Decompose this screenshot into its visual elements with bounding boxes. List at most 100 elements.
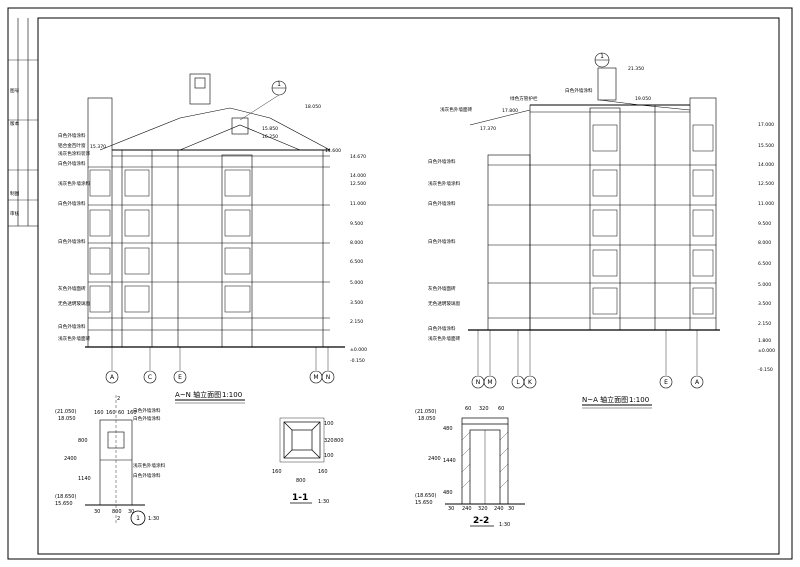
left-elevation-floors [88,166,330,331]
material-label: 白色外墙涂料 [428,325,456,332]
material-label: 浅灰色外墙涂料 [133,462,166,469]
axis-label: M [313,374,318,381]
title-block-cell: 图号 [10,88,20,94]
dimension: 30 [128,509,134,515]
elevation-mark: (21.050) [415,409,436,415]
right-callout: 1 [594,52,610,68]
material-label: 白色外墙涂料 [565,87,593,94]
right-elevation-marks: 21.350 19.050 17.800 17.370 17.000 15.50… [480,66,775,373]
left-axis-bubbles: A C E M N [105,370,335,384]
axis-label: N [476,379,481,386]
elevation-mark: 3.500 [758,301,771,307]
elevation-mark: 15.850 [262,126,278,132]
material-label: 白色外墙涂料 [428,200,456,207]
dimension: 240 [494,506,504,512]
right-elevation-windows [592,124,714,315]
elevation-mark: 11.000 [758,201,774,207]
elevation-mark: 16.250 [262,134,278,140]
elevation-mark: -0.150 [758,367,773,373]
right-elevation [468,67,720,331]
material-label: 无色透明玻璃窗 [428,300,461,307]
material-label: 灰色外墙面砖 [428,285,456,292]
section-label: 1-1 [292,493,308,503]
dimension: 30 [448,506,454,512]
elevation-mark: 6.500 [350,259,363,265]
axis-label: K [528,379,533,386]
dimension: 160 [106,410,116,416]
axis-label: C [148,374,152,381]
left-elevation-windows [89,169,251,313]
right-axis-lines [477,330,698,375]
elevation-mark: 17.000 [758,122,774,128]
dimension: 800 [78,438,88,444]
dimension: 320 [479,406,489,412]
material-label: 白色外墙涂料 [133,415,161,422]
right-material-labels: 绿色方管护栏 白色外墙涂料 浅灰色外墙面砖 白色外墙涂料 浅灰色外墙涂料 白色外… [428,87,593,342]
material-label: 浅灰色外墙面砖 [428,335,461,342]
dimension: 800 [296,478,306,484]
dimension: 2400 [64,456,77,462]
detail-1-text: (21.050) 18.050 (18.650) 15.650 160 160 … [55,396,166,526]
dimension: 320 [478,506,488,512]
elevation-mark: 8.000 [350,240,363,246]
elevation-mark: 15.370 [90,144,106,150]
material-label: 白色外墙涂料 [133,472,161,479]
elevation-mark: 9.500 [758,221,771,227]
drawing-title: N~A 轴立面图 [582,395,628,404]
right-elevation-title: N~A 轴立面图 1:100 [582,395,652,409]
elevation-mark: 12.500 [350,181,366,187]
dimension: 1440 [443,458,456,464]
section-1-1-text: 100 320 100 800 160 800 160 1-1 1:30 [272,421,344,505]
elevation-mark: 8.000 [758,240,771,246]
left-material-labels: 白色外墙涂料 铝合金百叶窗 浅灰色涂料装饰 白色外墙涂料 浅灰色外墙涂料 白色外… [58,132,91,342]
elevation-mark: (21.050) [55,409,76,415]
dimension: 160 [127,410,137,416]
material-label: 铝合金百叶窗 [58,142,86,149]
left-elevation-title: A~N 轴立面图 1:100 [175,390,245,404]
drawing-scale: 1:100 [629,396,649,404]
elevation-mark: 18.050 [58,416,76,422]
dimension: 800 [334,438,344,444]
axis-label: M [487,379,492,386]
elevation-mark: 15.650 [55,501,73,507]
dimension: 60 [118,410,124,416]
material-label: 白色外墙涂料 [133,407,161,414]
right-axis-bubbles: N M L K E A [471,375,704,389]
material-label: 白色外墙涂料 [58,132,86,139]
dimension: 60 [465,406,471,412]
material-label: 浅灰色外墙涂料 [58,180,91,187]
elevation-mark: 9.500 [350,221,363,227]
material-label: 白色外墙涂料 [58,200,86,207]
elevation-mark: 12.500 [758,181,774,187]
elevation-mark: ±0.000 [758,348,775,354]
dimension: 320 [324,438,334,444]
dimension: 240 [462,506,472,512]
elevation-mark: 18.050 [418,416,436,422]
dimension: 2400 [428,456,441,462]
drawing-scale: 1:30 [499,522,510,528]
material-label: 白色外墙涂料 [58,238,86,245]
callout-number: 1 [277,81,281,88]
title-block-cell: 制图 [10,190,20,197]
axis-label: A [110,374,115,381]
material-label: 白色外墙涂料 [58,160,86,167]
elevation-mark: 5.000 [350,280,363,286]
drawing-scale: 1:100 [222,391,242,399]
left-callout: 1 [239,80,287,121]
drawing-title: A~N 轴立面图 [175,390,221,399]
elevation-mark: 3.500 [350,300,363,306]
dimension: 1140 [78,476,91,482]
elevation-mark: 14.000 [350,173,366,179]
outer-border [7,7,793,560]
elevation-mark: 17.370 [480,126,496,132]
axis-label: A [695,379,700,386]
material-label: 无色透明玻璃窗 [58,300,91,307]
title-block-cell: 版本 [10,120,20,127]
cut-mark: 2 [117,396,120,402]
inner-border [37,17,780,555]
elevation-mark: -0.150 [350,358,365,364]
dimension: 100 [324,453,334,459]
section-2-2-hatch [461,431,509,489]
cut-mark: 2 [117,516,120,522]
